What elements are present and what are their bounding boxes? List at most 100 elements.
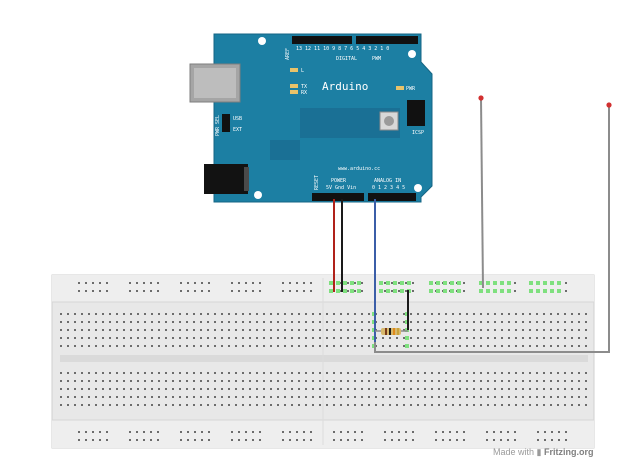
breadboard-hole (354, 290, 356, 292)
breadboard-hole (405, 431, 407, 433)
breadboard-hole (109, 321, 111, 323)
breadboard-hole (85, 431, 87, 433)
highlighted-hole (393, 281, 397, 285)
breadboard-hole (487, 345, 489, 347)
resistor (375, 328, 408, 335)
breadboard-hole (557, 380, 559, 382)
breadboard-hole (585, 337, 587, 339)
breadboard-hole (466, 313, 468, 315)
breadboard-hole (459, 380, 461, 382)
breadboard-hole (319, 321, 321, 323)
breadboard-hole (200, 380, 202, 382)
breadboard-hole (158, 388, 160, 390)
breadboard-hole (438, 321, 440, 323)
breadboard-hole (319, 313, 321, 315)
breadboard-hole (424, 345, 426, 347)
breadboard-hole (277, 329, 279, 331)
analog-label: ANALOG IN (374, 178, 401, 184)
breadboard-hole (375, 380, 377, 382)
breadboard-hole (136, 431, 138, 433)
breadboard-hole (165, 388, 167, 390)
breadboard-hole (270, 345, 272, 347)
fritzing-credit: Made with ▮ Fritzing.org (493, 447, 594, 458)
breadboard-hole (151, 321, 153, 323)
breadboard-hole (207, 388, 209, 390)
breadboard-hole (424, 321, 426, 323)
breadboard-hole (193, 329, 195, 331)
breadboard-hole (289, 439, 291, 441)
breadboard-hole (333, 404, 335, 406)
breadboard-hole (312, 372, 314, 374)
breadboard-hole (494, 337, 496, 339)
breadboard-hole (179, 321, 181, 323)
breadboard-hole (263, 388, 265, 390)
breadboard-hole (67, 329, 69, 331)
breadboard-hole (354, 321, 356, 323)
highlighted-hole (343, 281, 347, 285)
breadboard-hole (529, 345, 531, 347)
breadboard-hole (180, 290, 182, 292)
breadboard-hole (529, 388, 531, 390)
breadboard-hole (284, 372, 286, 374)
breadboard-hole (298, 329, 300, 331)
breadboard-hole (151, 396, 153, 398)
usb-label: USB (233, 116, 242, 122)
breadboard-hole (417, 329, 419, 331)
breadboard-hole (326, 372, 328, 374)
breadboard-hole (487, 380, 489, 382)
breadboard-hole (494, 321, 496, 323)
ext-label: EXT (233, 127, 242, 133)
breadboard-hole (201, 431, 203, 433)
breadboard-hole (557, 345, 559, 347)
breadboard-hole (310, 439, 312, 441)
breadboard-hole (165, 372, 167, 374)
breadboard-hole (333, 313, 335, 315)
breadboard-hole (102, 321, 104, 323)
breadboard-hole (165, 404, 167, 406)
breadboard-hole (333, 439, 335, 441)
breadboard-hole (221, 313, 223, 315)
breadboard-hole (410, 321, 412, 323)
breadboard-hole (361, 282, 363, 284)
breadboard-hole (291, 329, 293, 331)
breadboard-hole (305, 388, 307, 390)
breadboard-hole (235, 396, 237, 398)
breadboard-hole (235, 404, 237, 406)
breadboard-hole (312, 337, 314, 339)
breadboard-hole (186, 337, 188, 339)
breadboard-hole (375, 396, 377, 398)
breadboard-hole (106, 282, 108, 284)
breadboard-hole (231, 282, 233, 284)
breadboard-hole (403, 313, 405, 315)
breadboard-hole (270, 313, 272, 315)
breadboard-hole (151, 372, 153, 374)
breadboard-hole (326, 329, 328, 331)
resistor-band (397, 328, 399, 335)
breadboard-hole (277, 404, 279, 406)
breadboard-hole (480, 321, 482, 323)
breadboard-hole (291, 313, 293, 315)
arduino-url: www.arduino.cc (338, 166, 380, 172)
breadboard-hole (207, 404, 209, 406)
breadboard-hole (137, 321, 139, 323)
breadboard-hole (158, 372, 160, 374)
breadboard-hole (412, 431, 414, 433)
breadboard-hole (396, 380, 398, 382)
breadboard-hole (137, 404, 139, 406)
breadboard-hole (231, 431, 233, 433)
breadboard-hole (270, 388, 272, 390)
breadboard-hole (340, 380, 342, 382)
breadboard-hole (508, 396, 510, 398)
breadboard-hole (116, 396, 118, 398)
breadboard-hole (158, 404, 160, 406)
breadboard-hole (431, 404, 433, 406)
breadboard-hole (303, 439, 305, 441)
breadboard-hole (194, 290, 196, 292)
breadboard-hole (88, 337, 90, 339)
breadboard-hole (456, 431, 458, 433)
breadboard-hole (116, 372, 118, 374)
breadboard-hole (221, 329, 223, 331)
breadboard-hole (60, 337, 62, 339)
breadboard-hole (473, 380, 475, 382)
breadboard-hole (298, 380, 300, 382)
